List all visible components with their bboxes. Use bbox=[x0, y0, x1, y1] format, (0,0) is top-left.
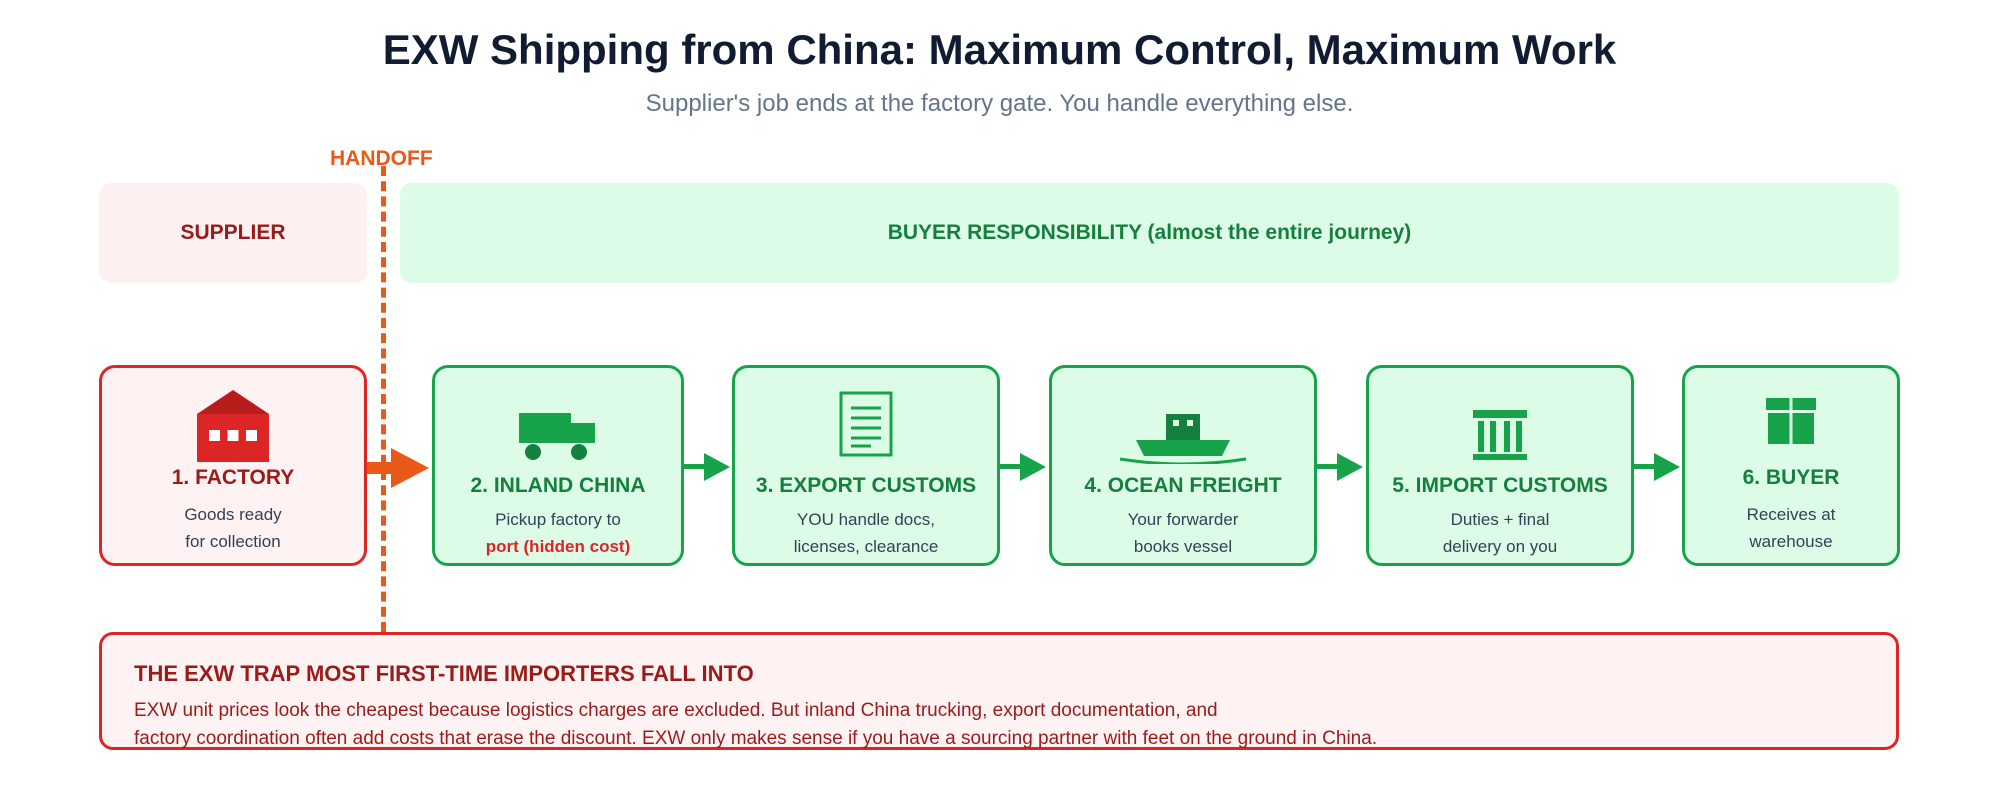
trap-title: THE EXW TRAP MOST FIRST-TIME IMPORTERS F… bbox=[134, 661, 754, 686]
step-title: 1. FACTORY bbox=[171, 466, 295, 489]
step-ocean-freight: 4. OCEAN FREIGHT Your forwarder books ve… bbox=[1049, 365, 1317, 566]
flow-arrow bbox=[684, 453, 730, 481]
buyer-band-label: BUYER RESPONSIBILITY (almost the entire … bbox=[887, 221, 1412, 244]
step-description: Duties + final delivery on you bbox=[1442, 510, 1558, 556]
flow-arrow bbox=[1000, 453, 1046, 481]
step-title: 2. INLAND CHINA bbox=[470, 474, 646, 497]
step-title: 6. BUYER bbox=[1742, 466, 1840, 489]
step-description: Pickup factory to port (hidden cost) bbox=[435, 506, 681, 560]
step-title: 4. OCEAN FREIGHT bbox=[1084, 474, 1282, 497]
package-icon bbox=[1685, 396, 1897, 472]
handoff-line bbox=[381, 166, 386, 632]
supplier-band: SUPPLIER bbox=[99, 183, 367, 283]
truck-icon bbox=[435, 410, 681, 486]
document-icon bbox=[735, 390, 997, 466]
buyer-band: BUYER RESPONSIBILITY (almost the entire … bbox=[400, 183, 1899, 283]
step-description: YOU handle docs, licenses, clearance bbox=[793, 510, 939, 556]
factory-icon bbox=[102, 390, 364, 466]
diagram-title: EXW Shipping from China: Maximum Control… bbox=[382, 26, 1617, 73]
trap-body: EXW unit prices look the cheapest becaus… bbox=[134, 700, 1378, 749]
handoff-arrow bbox=[367, 448, 429, 488]
ship-icon bbox=[1052, 412, 1314, 488]
step-export-customs: 3. EXPORT CUSTOMS YOU handle docs, licen… bbox=[732, 365, 1000, 566]
hidden-cost-highlight: port (hidden cost) bbox=[485, 537, 631, 556]
step-inland-china: 2. INLAND CHINA Pickup factory to port (… bbox=[432, 365, 684, 566]
customs-building-icon bbox=[1369, 408, 1631, 484]
exw-trap-callout: THE EXW TRAP MOST FIRST-TIME IMPORTERS F… bbox=[99, 632, 1899, 750]
step-factory: 1. FACTORY Goods ready for collection bbox=[99, 365, 367, 566]
step-buyer: 6. BUYER Receives at warehouse bbox=[1682, 365, 1900, 566]
step-import-customs: 5. IMPORT CUSTOMS Duties + final deliver… bbox=[1366, 365, 1634, 566]
step-description: Goods ready for collection bbox=[184, 505, 282, 551]
diagram-subtitle: Supplier's job ends at the factory gate.… bbox=[645, 90, 1354, 117]
step-title: 5. IMPORT CUSTOMS bbox=[1392, 474, 1608, 497]
flow-arrow bbox=[1634, 453, 1680, 481]
step-description: Receives at warehouse bbox=[1746, 505, 1836, 551]
step-description: Your forwarder books vessel bbox=[1127, 510, 1239, 556]
step-title: 3. EXPORT CUSTOMS bbox=[755, 474, 977, 497]
supplier-band-label: SUPPLIER bbox=[180, 221, 286, 244]
flow-arrow bbox=[1317, 453, 1363, 481]
handoff-label: HANDOFF bbox=[330, 147, 433, 170]
